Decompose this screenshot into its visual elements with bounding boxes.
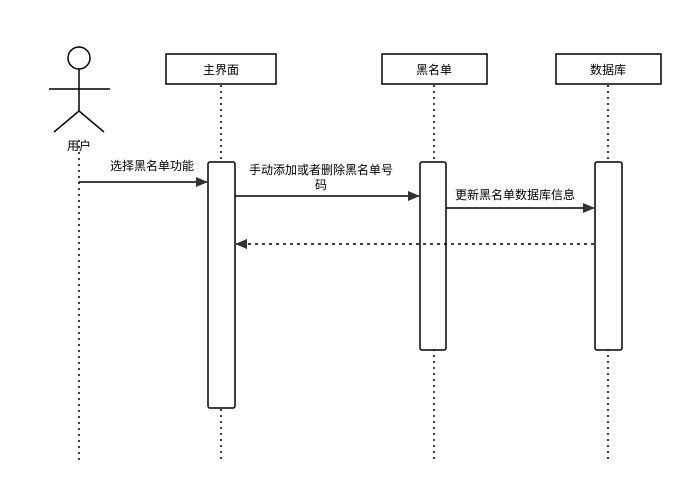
activation-main-ui — [207, 161, 236, 409]
participant-user-label: 用户 — [67, 138, 91, 153]
participant-main-ui-label: 主界面 — [203, 63, 239, 77]
activation-blacklist — [419, 161, 447, 351]
user-actor-icon — [49, 46, 110, 133]
participant-blacklist-label: 黑名单 — [416, 62, 452, 77]
message-label-select-blacklist: 选择黑名单功能 — [110, 158, 194, 173]
participant-main-ui: 主界面 — [165, 53, 277, 85]
message-label-add-delete-line1: 手动添加或者删除黑名单号 — [249, 162, 393, 177]
activation-database — [594, 161, 623, 351]
participant-blacklist: 黑名单 — [381, 53, 488, 85]
participant-database-label: 数据库 — [590, 62, 626, 77]
message-label-add-delete-line2: 码 — [315, 178, 327, 192]
participant-database: 数据库 — [555, 53, 662, 85]
message-label-update-db: 更新黑名单数据库信息 — [455, 187, 575, 202]
